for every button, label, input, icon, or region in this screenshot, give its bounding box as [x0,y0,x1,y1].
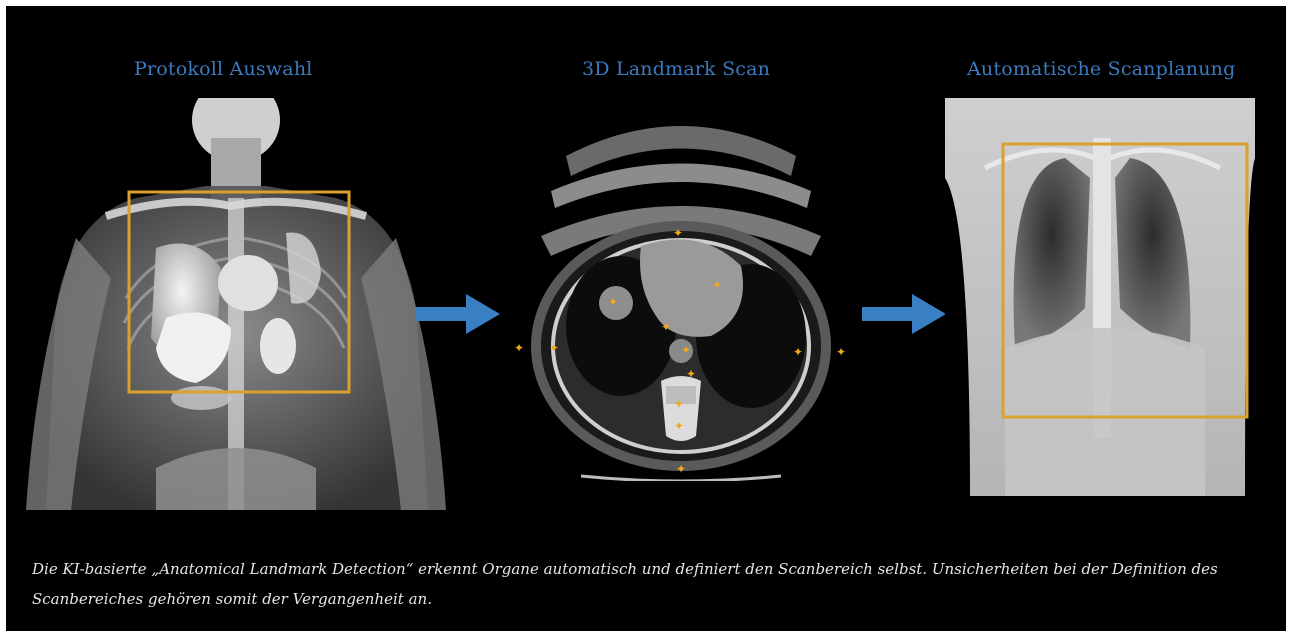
chest-xray-image [945,98,1255,496]
svg-text:✦: ✦ [681,343,691,357]
panel-title-protocol: Protokoll Auswahl [134,58,313,80]
arrow-right-icon [862,294,946,334]
arrow-right-icon [416,294,500,334]
ct-landmark-scan-image: ✦ ✦ ✦ ✦ ✦ ✦ ✦ ✦ ✦ ✦ ✦ ✦ ✦ [511,96,851,481]
panel-title-scan-planning: Automatische Scanplanung [967,58,1235,80]
svg-text:✦: ✦ [793,345,803,359]
svg-text:✦: ✦ [674,397,684,411]
svg-text:✦: ✦ [608,295,618,309]
svg-text:✦: ✦ [676,462,686,476]
svg-text:✦: ✦ [673,226,683,240]
panel-title-landmark-scan: 3D Landmark Scan [582,58,770,80]
svg-text:✦: ✦ [836,345,846,359]
svg-text:✦: ✦ [514,341,524,355]
svg-text:✦: ✦ [661,320,671,334]
svg-text:✦: ✦ [674,419,684,433]
anatomy-body-image [16,98,456,510]
svg-text:✦: ✦ [712,278,722,292]
figure-frame: Protokoll Auswahl 3D Landmark Scan Autom… [6,6,1286,631]
svg-text:✦: ✦ [686,367,696,381]
figure-caption: Die KI-basierte „Anatomical Landmark Det… [32,554,1262,614]
svg-text:✦: ✦ [549,341,559,355]
